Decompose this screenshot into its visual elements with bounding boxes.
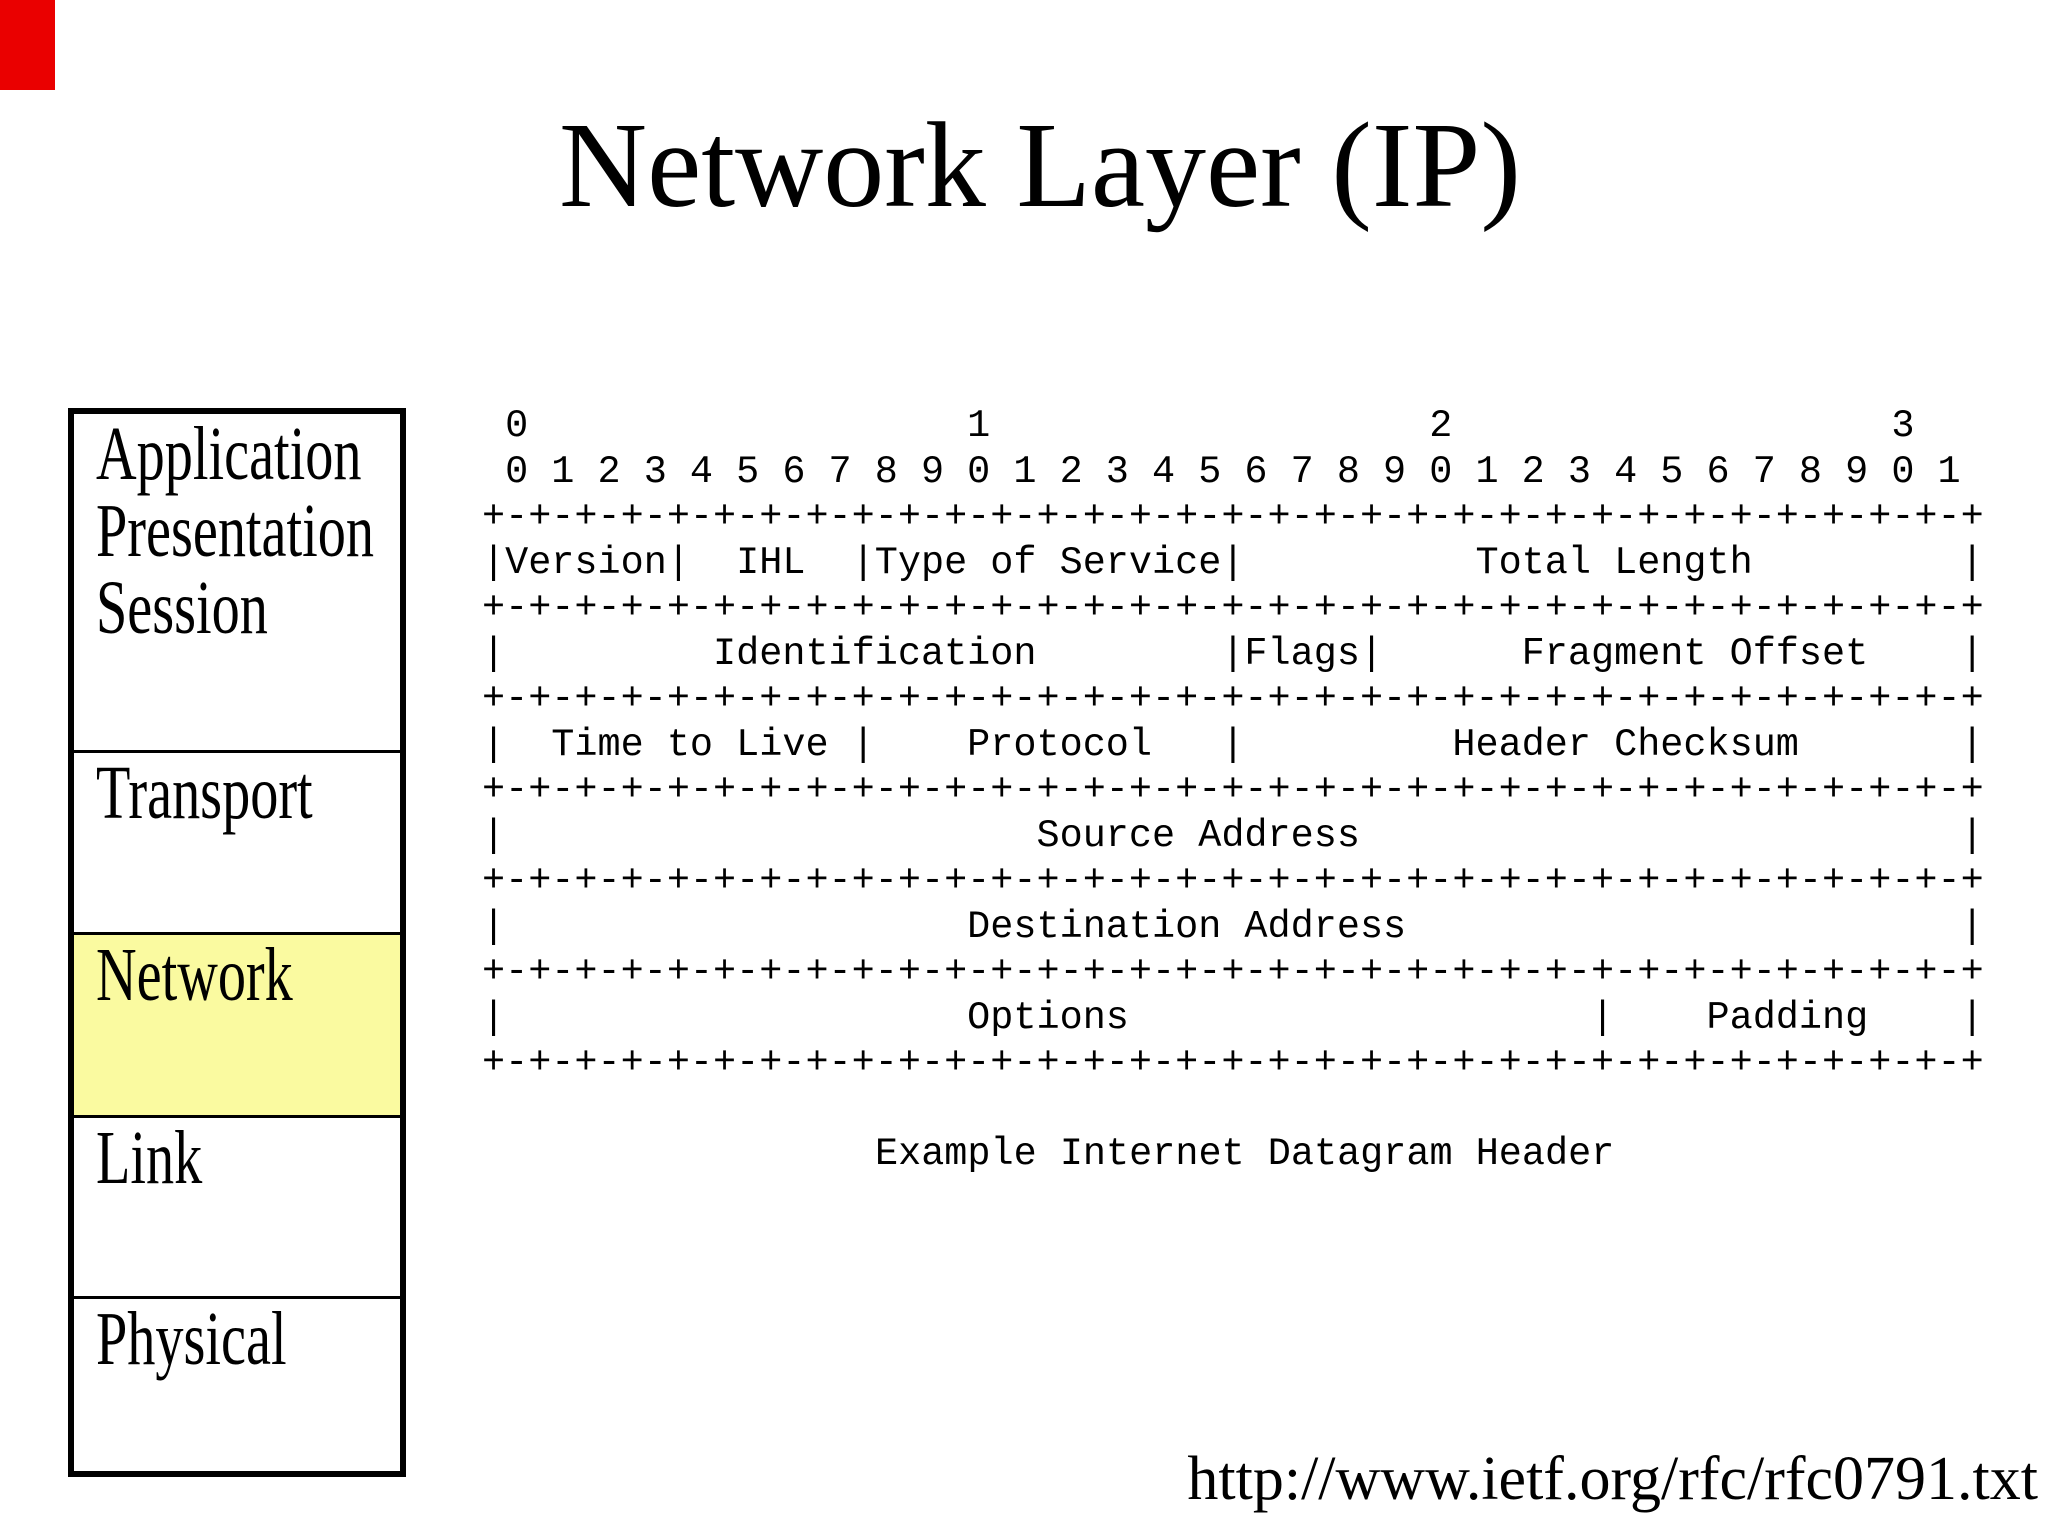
red-corner-marker xyxy=(0,0,55,90)
slide-title: Network Layer (IP) xyxy=(558,98,1522,233)
osi-row-transport: Transport xyxy=(74,750,400,932)
layer-label-application: Application xyxy=(96,414,362,496)
osi-row-upper-layers: Application Presentation Session xyxy=(74,414,400,750)
layer-label-link: Link xyxy=(96,1116,203,1200)
osi-row-physical: Physical xyxy=(74,1296,400,1471)
osi-row-link: Link xyxy=(74,1115,400,1296)
diagram-caption: Example Internet Datagram Header xyxy=(875,1132,1615,1176)
osi-row-network-highlighted: Network xyxy=(74,932,400,1115)
osi-stack: Application Presentation Session Transpo… xyxy=(68,408,406,1477)
layer-label-presentation: Presentation xyxy=(96,489,375,573)
layer-label-physical: Physical xyxy=(96,1297,287,1381)
layer-label-transport: Transport xyxy=(96,751,313,835)
ip-header-ascii-diagram: 0 1 2 3 0 1 2 3 4 5 6 7 8 9 0 1 2 3 4 5 … xyxy=(482,404,1984,1085)
layer-label-network: Network xyxy=(96,933,293,1017)
layer-label-session: Session xyxy=(96,566,268,650)
footer-url-link[interactable]: http://www.ietf.org/rfc/rfc0791.txt xyxy=(1187,1445,2038,1513)
